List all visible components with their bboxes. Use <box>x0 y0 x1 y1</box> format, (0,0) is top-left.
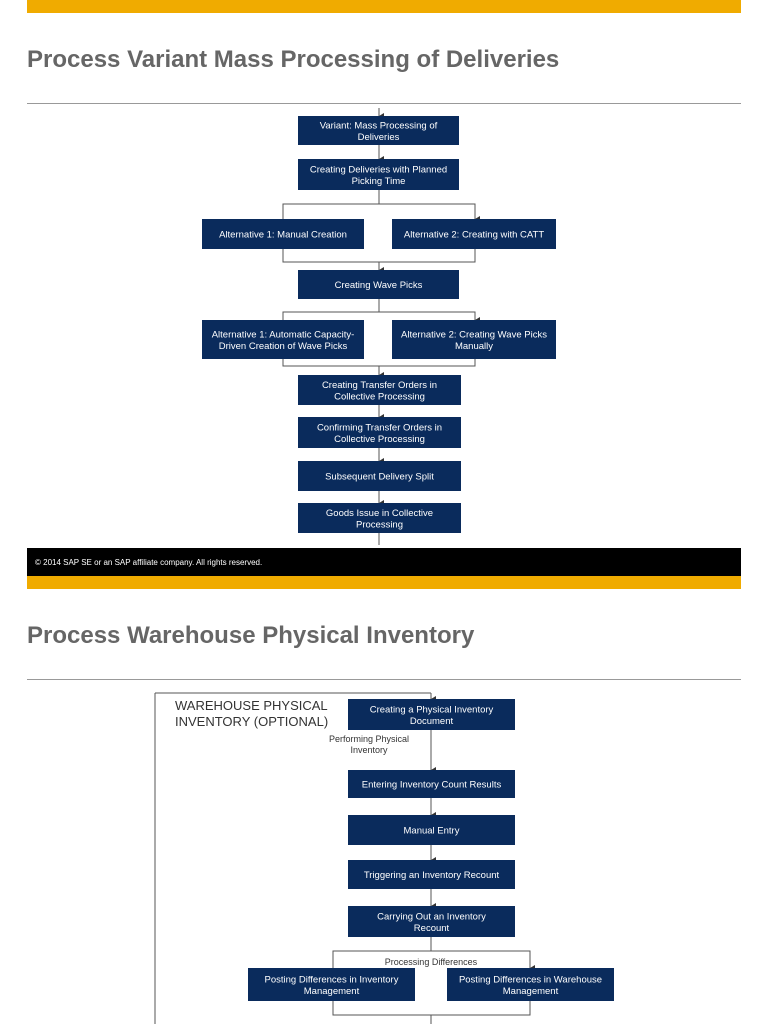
copyright-text: © 2014 SAP SE or an SAP affiliate compan… <box>35 558 263 567</box>
connector <box>282 249 476 263</box>
step-posting-diff-im-rect <box>248 968 415 1001</box>
step-subsequent-delivery-split-rect <box>298 461 461 491</box>
step-alt1-capacity-driven-label: Alternative 1: Automatic Capacity- <box>212 329 355 340</box>
step-alt2-wave-picks-manually: Alternative 2: Creating Wave PicksManual… <box>392 320 556 359</box>
step-confirming-transfer-orders-label: Collective Processing <box>334 434 425 445</box>
step-entering-count-results-rect <box>348 770 515 798</box>
step-posting-diff-wm-label: Posting Differences in Warehouse <box>459 974 602 985</box>
step-triggering-recount-label: Triggering an Inventory Recount <box>364 870 500 881</box>
step-triggering-recount: Triggering an Inventory Recount <box>348 860 515 889</box>
connector <box>282 203 480 222</box>
step-alt1-manual-creation-label: Alternative 1: Manual Creation <box>219 230 347 241</box>
step-variant-mass-processing-label: Deliveries <box>358 132 400 143</box>
step-create-pi-document-label: Creating a Physical Inventory <box>370 704 494 715</box>
step-alt1-capacity-driven-label: Driven Creation of Wave Picks <box>219 341 348 352</box>
process-boxes: Variant: Mass Processing ofDeliveriesCre… <box>202 116 614 1001</box>
step-alt1-manual-creation-rect <box>202 219 364 249</box>
step-carrying-out-recount-label: Carrying Out an Inventory <box>377 911 486 922</box>
step-alt2-wave-picks-manually-rect <box>392 320 556 359</box>
step-alt2-wave-picks-manually-label: Manually <box>455 341 493 352</box>
step-creating-deliveries-label: Picking Time <box>352 176 406 187</box>
slide2-title-rule <box>27 679 741 680</box>
performing-label: Inventory <box>350 745 388 755</box>
step-goods-issue-label: Processing <box>356 519 403 530</box>
step-alt1-manual-creation: Alternative 1: Manual Creation <box>202 219 364 249</box>
step-variant-mass-processing-label: Variant: Mass Processing of <box>320 120 438 131</box>
connector-lines <box>154 108 535 1024</box>
step-creating-wave-picks-rect <box>298 270 459 299</box>
step-entering-count-results: Entering Inventory Count Results <box>348 770 515 798</box>
connector <box>282 359 476 367</box>
step-subsequent-delivery-split-label: Subsequent Delivery Split <box>325 472 434 483</box>
step-manual-entry: Manual Entry <box>348 815 515 845</box>
step-creating-wave-picks-label: Creating Wave Picks <box>335 280 423 291</box>
slide1-title-rule <box>27 103 741 104</box>
step-alt1-capacity-driven: Alternative 1: Automatic Capacity-Driven… <box>202 320 364 359</box>
step-alt2-catt-rect <box>392 219 556 249</box>
step-posting-diff-wm-label: Management <box>503 986 559 997</box>
bottom-accent-bar <box>27 576 741 589</box>
section-label: WAREHOUSE PHYSICAL <box>175 698 328 713</box>
section-label: INVENTORY (OPTIONAL) <box>175 714 328 729</box>
connector <box>282 311 480 323</box>
step-creating-deliveries: Creating Deliveries with PlannedPicking … <box>298 159 459 190</box>
step-alt2-catt: Alternative 2: Creating with CATT <box>392 219 556 249</box>
step-carrying-out-recount-label: Recount <box>414 923 450 934</box>
step-goods-issue-rect <box>298 503 461 533</box>
step-creating-transfer-orders-label: Collective Processing <box>334 391 425 402</box>
step-create-pi-document-label: Document <box>410 716 454 727</box>
slide2-title: Process Warehouse Physical Inventory <box>27 622 475 649</box>
step-subsequent-delivery-split: Subsequent Delivery Split <box>298 461 461 491</box>
performing-label: Performing Physical <box>329 734 409 744</box>
connector <box>332 950 535 971</box>
step-creating-deliveries-rect <box>298 159 459 190</box>
step-carrying-out-recount-rect <box>348 906 515 937</box>
step-alt2-catt-label: Alternative 2: Creating with CATT <box>404 230 544 241</box>
step-creating-transfer-orders-label: Creating Transfer Orders in <box>322 380 437 391</box>
step-manual-entry-label: Manual Entry <box>404 826 460 837</box>
step-goods-issue-label: Goods Issue in Collective <box>326 508 433 519</box>
step-manual-entry-rect <box>348 815 515 845</box>
slide1-footer: © 2014 SAP SE or an SAP affiliate compan… <box>27 548 741 576</box>
step-creating-transfer-orders-rect <box>298 375 461 405</box>
step-variant-mass-processing-rect <box>298 116 459 145</box>
step-confirming-transfer-orders-rect <box>298 417 461 448</box>
step-confirming-transfer-orders-label: Confirming Transfer Orders in <box>317 422 442 433</box>
step-posting-diff-wm-rect <box>447 968 614 1001</box>
top-accent-bar <box>27 0 741 13</box>
step-alt1-capacity-driven-rect <box>202 320 364 359</box>
step-posting-diff-im-label: Management <box>304 986 360 997</box>
step-entering-count-results-label: Entering Inventory Count Results <box>362 780 502 791</box>
step-triggering-recount-rect <box>348 860 515 889</box>
step-create-pi-document-rect <box>348 699 515 730</box>
step-alt2-wave-picks-manually-label: Alternative 2: Creating Wave Picks <box>401 329 547 340</box>
step-confirming-transfer-orders: Confirming Transfer Orders inCollective … <box>298 417 461 448</box>
step-creating-wave-picks: Creating Wave Picks <box>298 270 459 299</box>
step-posting-diff-im-label: Posting Differences in Inventory <box>265 974 399 985</box>
step-creating-deliveries-label: Creating Deliveries with Planned <box>310 164 447 175</box>
step-posting-diff-wm: Posting Differences in WarehouseManageme… <box>447 968 614 1001</box>
processing-label: Processing Differences <box>385 957 478 967</box>
connector <box>332 1001 531 1016</box>
step-posting-diff-im: Posting Differences in InventoryManageme… <box>248 968 415 1001</box>
slide1-title: Process Variant Mass Processing of Deliv… <box>27 46 560 73</box>
